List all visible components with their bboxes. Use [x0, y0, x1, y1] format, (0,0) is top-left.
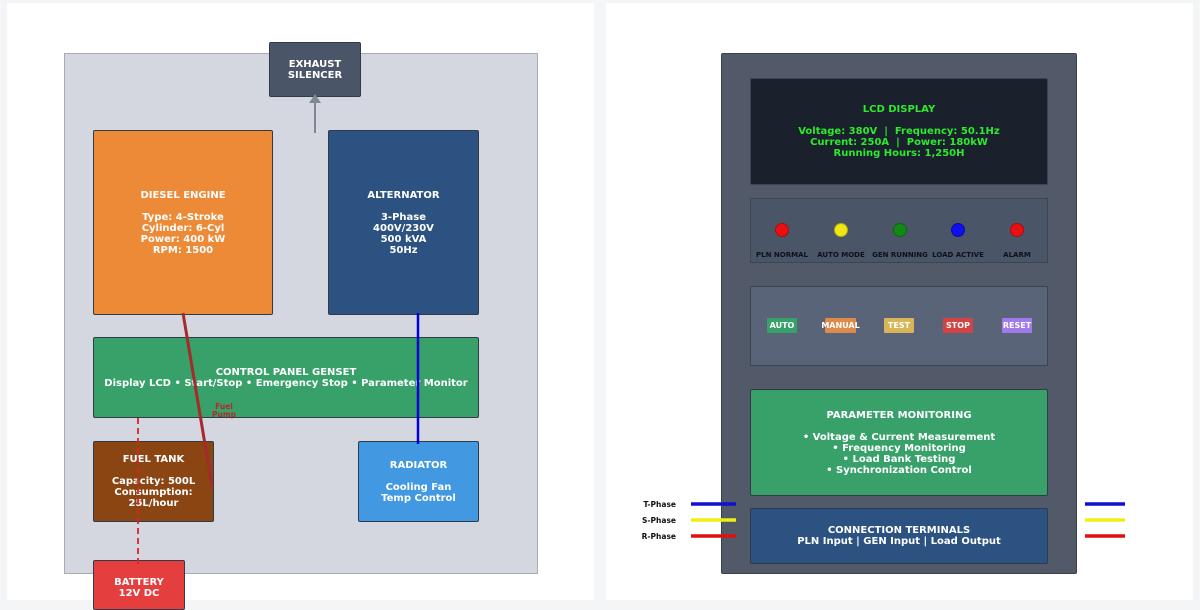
indicator-label: LOAD ACTIVE	[932, 251, 984, 259]
engine-spec: Power: 400 kW	[140, 233, 226, 245]
alternator-spec: 3-Phase	[380, 211, 427, 223]
auto-button[interactable]: AUTO	[767, 318, 797, 333]
parameter-item: • Frequency Monitoring	[832, 442, 966, 454]
reset-button[interactable]: RESET	[1002, 318, 1032, 333]
test-button[interactable]: TEST	[884, 318, 914, 333]
terminals-subtitle: PLN Input | GEN Input | Load Output	[797, 536, 1001, 547]
exhaust-line1: EXHAUST	[288, 58, 342, 70]
battery-line1: BATTERY	[114, 577, 164, 588]
fuel-pump-line1: Fuel	[215, 402, 233, 411]
alternator-title: ALTERNATOR	[367, 189, 440, 201]
battery-box: BATTERY 12V DC	[93, 560, 185, 610]
lcd-reading: Current: 250A | Power: 180kW	[810, 137, 988, 148]
fuel-pump-label: Fuel Pump	[204, 403, 244, 419]
radiator-title: RADIATOR	[389, 459, 448, 471]
control-panel-subtitle: Display LCD • Start/Stop • Emergency Sto…	[104, 377, 468, 389]
engine-title: DIESEL ENGINE	[140, 189, 226, 201]
exhaust-line2: SILENCER	[287, 69, 343, 81]
lcd-display: LCD DISPLAY Voltage: 380V | Frequency: 5…	[750, 78, 1048, 185]
connection-terminals-box: CONNECTION TERMINALS PLN Input | GEN Inp…	[750, 508, 1048, 564]
radiator-spec: Temp Control	[381, 492, 456, 504]
manual-button[interactable]: MANUAL	[821, 318, 860, 333]
indicator-label: AUTO MODE	[817, 251, 865, 259]
led-gen-running	[893, 223, 907, 237]
engine-spec: RPM: 1500	[152, 244, 214, 256]
lcd-reading: Running Hours: 1,250H	[833, 148, 965, 159]
indicator-label: PLN NORMAL	[756, 251, 808, 259]
fuel-pump-line2: Pump	[211, 410, 237, 419]
alternator-spec: 400V/230V	[373, 222, 434, 234]
led-load-active	[951, 223, 965, 237]
parameter-item: • Voltage & Current Measurement	[802, 431, 996, 443]
lcd-title: LCD DISPLAY	[862, 104, 936, 115]
fuel-tank-title: FUEL TANK	[122, 454, 185, 465]
radiator-spec: Cooling Fan	[385, 481, 452, 493]
radiator-box: RADIATOR Cooling Fan Temp Control	[358, 441, 479, 522]
alternator-spec: 500 kVA	[380, 233, 427, 245]
led-pln-normal	[775, 223, 789, 237]
engine-spec: Cylinder: 6-Cyl	[141, 222, 225, 234]
indicator-label: GEN RUNNING	[872, 251, 928, 259]
phase-label: T-Phase	[643, 500, 676, 509]
terminals-title: CONNECTION TERMINALS	[827, 525, 971, 536]
parameter-item: • Load Bank Testing	[842, 453, 956, 465]
stop-button[interactable]: STOP	[943, 318, 973, 333]
battery-line2: 12V DC	[118, 588, 160, 599]
alternator-box: ALTERNATOR 3-Phase 400V/230V 500 kVA 50H…	[328, 130, 479, 315]
parameter-monitoring-box: PARAMETER MONITORING • Voltage & Current…	[750, 389, 1048, 496]
phase-label: S-Phase	[642, 516, 676, 525]
fuel-tank-spec: 25L/hour	[128, 498, 179, 509]
parameter-item: • Synchronization Control	[826, 464, 972, 476]
parameter-title: PARAMETER MONITORING	[826, 409, 972, 421]
phase-label: R-Phase	[641, 532, 676, 541]
alternator-spec: 50Hz	[389, 244, 418, 256]
led-alarm	[1010, 223, 1024, 237]
diesel-engine-box: DIESEL ENGINE Type: 4-Stroke Cylinder: 6…	[93, 130, 273, 315]
control-panel-box: CONTROL PANEL GENSET Display LCD • Start…	[93, 337, 479, 418]
lcd-reading: Voltage: 380V | Frequency: 50.1Hz	[798, 126, 1000, 137]
control-panel-title: CONTROL PANEL GENSET	[215, 366, 357, 378]
fuel-tank-box: FUEL TANK Capacity: 500L Consumption: 25…	[93, 441, 214, 522]
engine-spec: Type: 4-Stroke	[142, 211, 224, 223]
indicator-label: ALARM	[1003, 251, 1031, 259]
fuel-tank-spec: Consumption:	[114, 487, 193, 498]
fuel-tank-spec: Capacity: 500L	[111, 476, 196, 487]
exhaust-silencer-box: EXHAUST SILENCER	[269, 42, 361, 97]
led-auto-mode	[834, 223, 848, 237]
